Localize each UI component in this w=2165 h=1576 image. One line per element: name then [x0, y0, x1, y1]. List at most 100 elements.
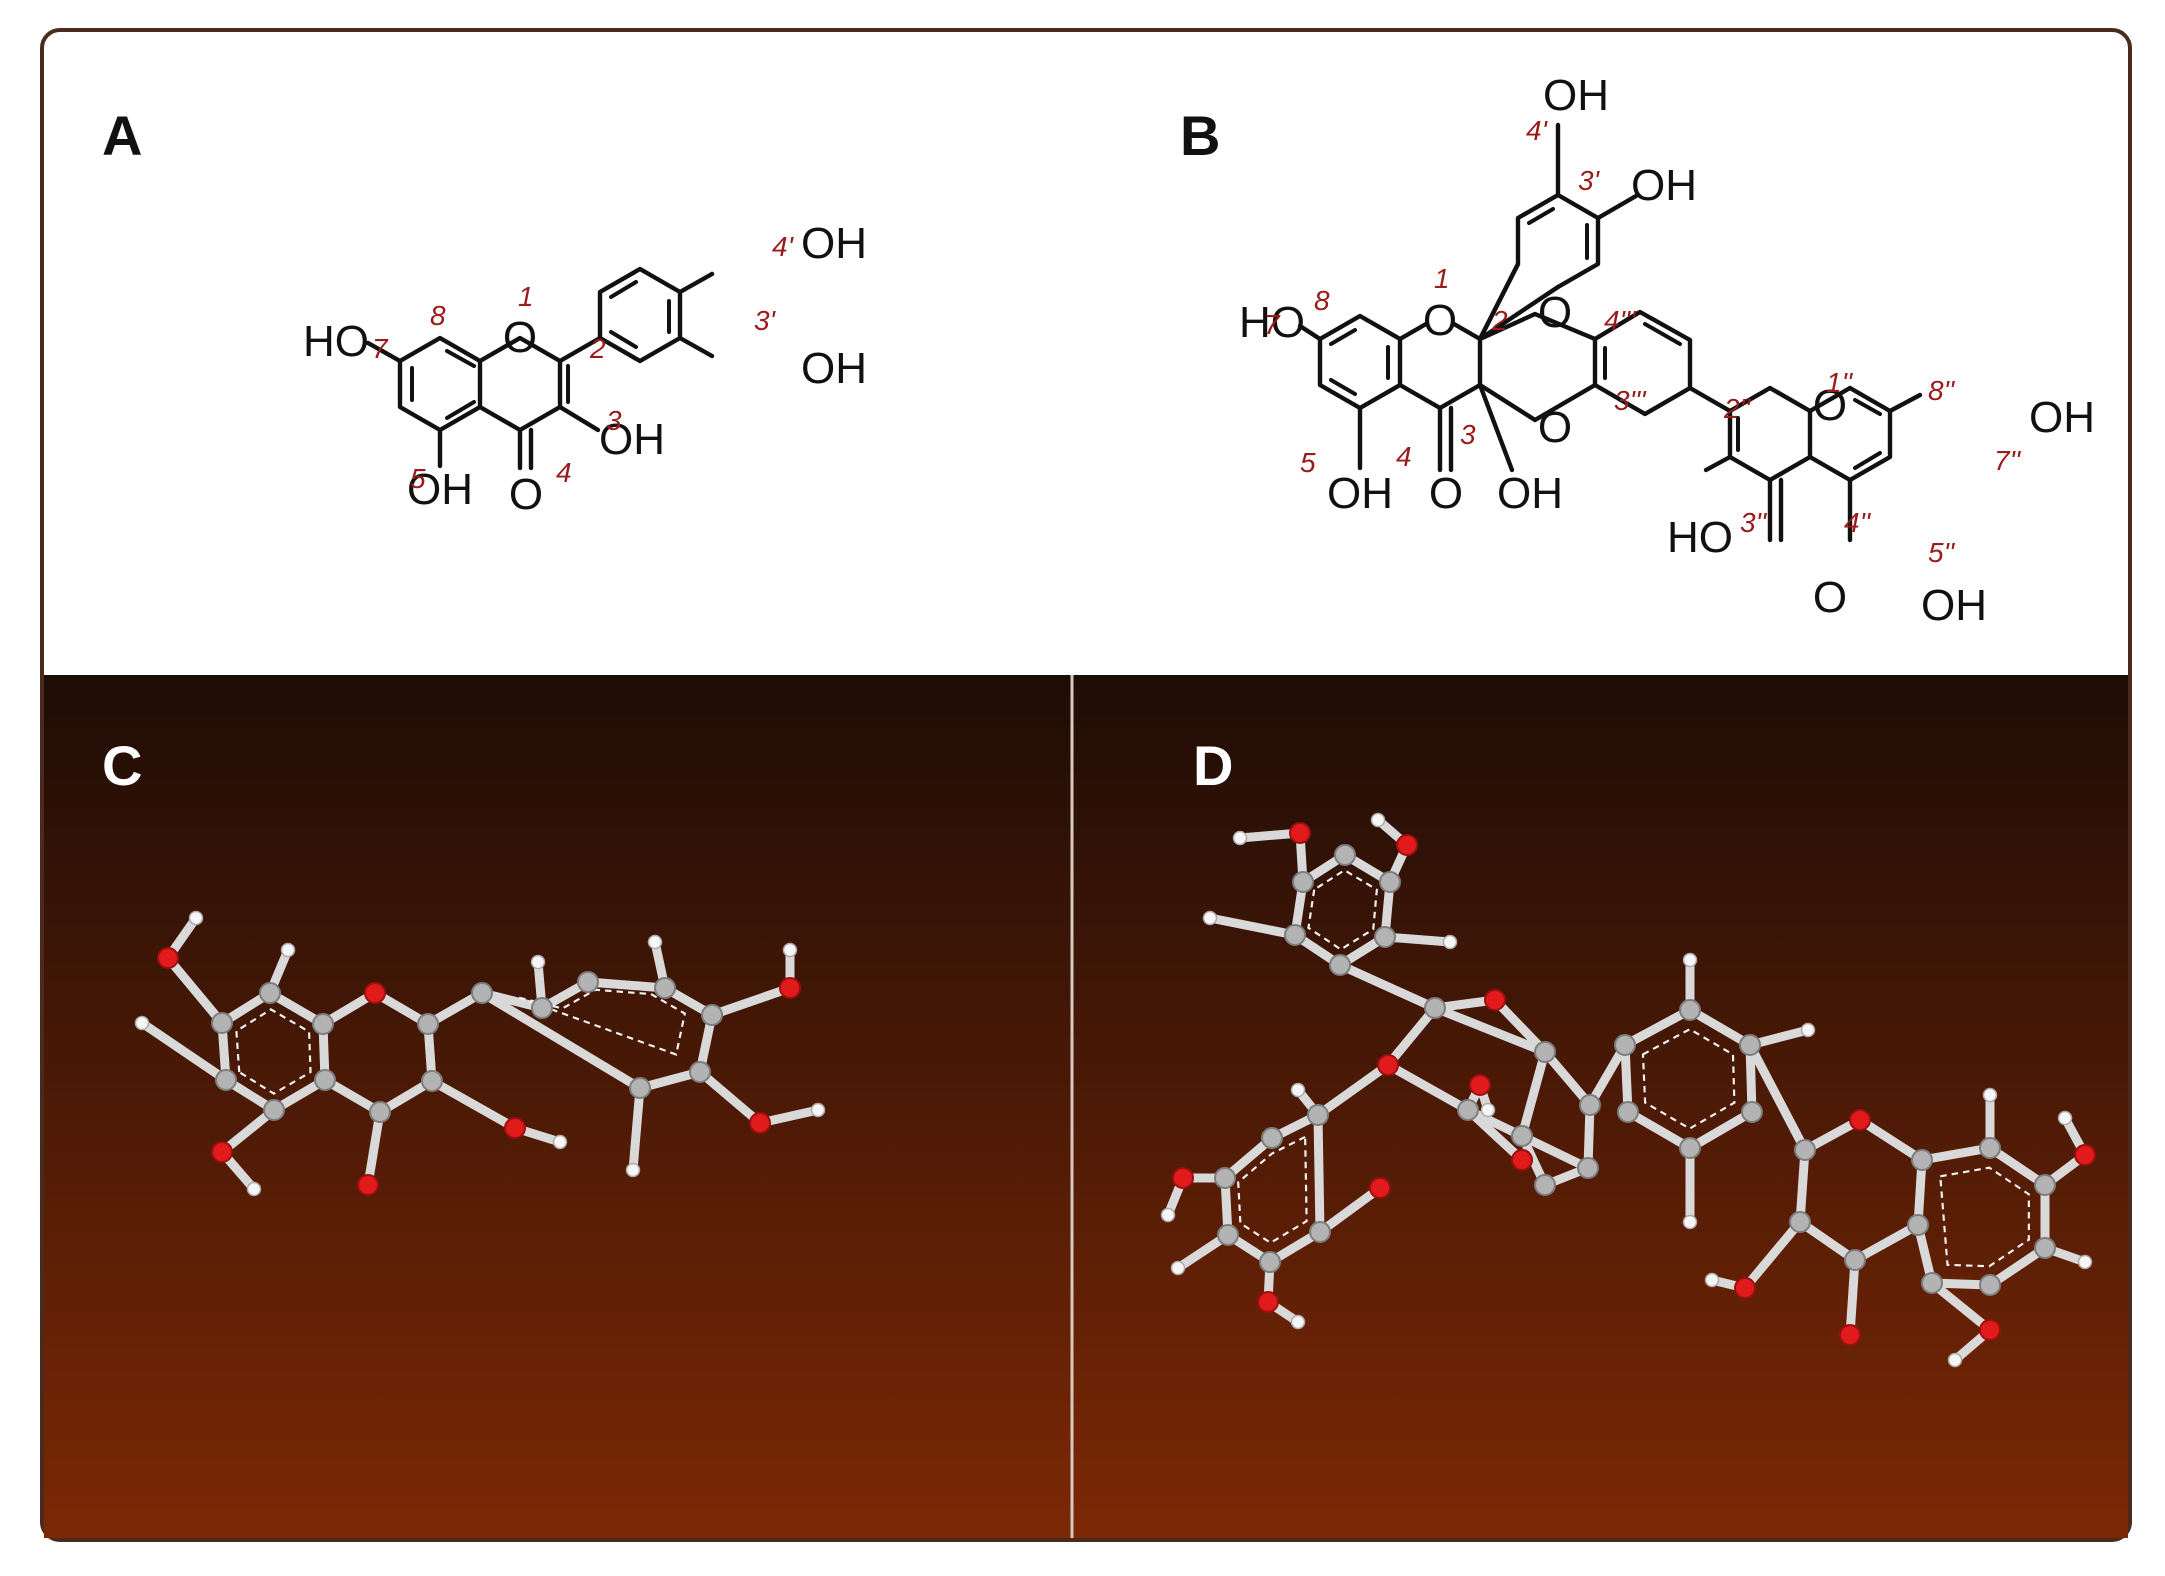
carbon-atom [1794, 1139, 1816, 1161]
locant-label: 5 [410, 463, 426, 494]
carbon-atom [1284, 924, 1306, 946]
oxygen-atom [504, 1117, 526, 1139]
oxygen-atom [1979, 1319, 2001, 1341]
oxygen-atom [157, 947, 179, 969]
quercetin-ball-and-stick [134, 910, 826, 1197]
carbon-atom [577, 971, 599, 993]
locant-label: 4 [1396, 441, 1412, 472]
carbon-atom [1579, 1094, 1601, 1116]
atom-label: OH [407, 465, 473, 514]
oxygen-atom [1396, 834, 1418, 856]
carbon-atom [1259, 1251, 1281, 1273]
atom-label: OH [1497, 469, 1563, 518]
aromatic-ring [1641, 1027, 1736, 1130]
bond-stick [1927, 1278, 1995, 1335]
aromatic-ring [518, 988, 687, 1056]
bond-stick [1383, 1003, 1440, 1070]
bond-stick [1745, 1040, 1757, 1117]
hydrogen-atom [1682, 952, 1698, 968]
carbon-atom [1741, 1101, 1763, 1123]
carbon-atom [1457, 1099, 1479, 1121]
atom-label: O [503, 313, 537, 362]
carbon-atom [629, 1077, 651, 1099]
locant-label: 8 [430, 300, 446, 331]
hydrogen-atom [530, 954, 546, 970]
bond-stick [707, 983, 795, 1020]
bond-stick [163, 953, 227, 1028]
bond-stick [1585, 1040, 1630, 1110]
bond-stick [1313, 1060, 1393, 1120]
atom-label: HO [1667, 513, 1733, 562]
dimer-structure: HO OH O OH O O O OH OH O HO O OH OH 1 2 … [1239, 71, 2095, 630]
locant-label: 4' [772, 231, 795, 262]
locant-label: 5'' [1928, 537, 1956, 568]
bond-stick [477, 988, 645, 1093]
hydrogen-atom [2077, 1254, 2093, 1270]
carbon-atom [2034, 1237, 2056, 1259]
locant-label: 4 [556, 457, 572, 488]
carbon-atom [1577, 1157, 1599, 1179]
bond-stick [1985, 1243, 2050, 1290]
oxygen-atom [1484, 989, 1506, 1011]
carbon-atom [1379, 871, 1401, 893]
bond-stick [1845, 1255, 1860, 1340]
oxygen-atom [1369, 1177, 1391, 1199]
carbon-atom [1424, 997, 1446, 1019]
carbon-atom [701, 1004, 723, 1026]
oxygen-atom [1257, 1291, 1279, 1313]
atom-label: O [1813, 381, 1847, 430]
bond-stick [1313, 1110, 1325, 1237]
bond-stick [217, 1105, 279, 1157]
bond-stick [1205, 913, 1300, 940]
hydrogen-atom [625, 1162, 641, 1178]
carbon-atom [1374, 926, 1396, 948]
atom-label: O [1429, 469, 1463, 518]
bond-stick [1745, 1040, 1810, 1155]
oxygen-atom [364, 982, 386, 1004]
hydrogen-atom [1947, 1352, 1963, 1368]
carbon-atom [1739, 1034, 1761, 1056]
hydrogen-atom [782, 942, 798, 958]
locant-label: 2 [589, 333, 606, 364]
hydrogen-atom [1232, 830, 1248, 846]
atom-label: O [1538, 288, 1572, 337]
atom-label: OH [1327, 469, 1393, 518]
locant-label: 3' [754, 305, 777, 336]
bond-stick [1517, 1047, 1550, 1141]
carbon-atom [1511, 1125, 1533, 1147]
carbon-atom [421, 1070, 443, 1092]
aromatic-ring [235, 1008, 312, 1095]
panel-label-d: D [1193, 734, 1233, 797]
bond-stick [1917, 1143, 1995, 1165]
bond-stick [1795, 1217, 1860, 1265]
atom-label: O [1538, 403, 1572, 452]
oxygen-atom [779, 977, 801, 999]
locant-label: 4' [1526, 115, 1549, 146]
bond-stick [695, 1067, 765, 1128]
hydrogen-atom [188, 910, 204, 926]
panel-label-c: C [102, 734, 142, 797]
hydrogen-atom [1160, 1207, 1176, 1223]
bond-stick [1490, 995, 1550, 1057]
bond-stick [628, 1083, 645, 1175]
hydrogen-atom [134, 1015, 150, 1031]
atom-label: HO [303, 317, 369, 366]
oxygen-atom [1511, 1149, 1533, 1171]
locant-label: 8 [1314, 285, 1330, 316]
carbon-atom [1334, 844, 1356, 866]
hydrogen-atom [1170, 1260, 1186, 1276]
hydrogen-atom [1290, 1082, 1306, 1098]
carbon-atom [1617, 1101, 1639, 1123]
bond-stick [1620, 1040, 1633, 1117]
carbon-atom [1907, 1214, 1929, 1236]
bond-stick [1620, 1005, 1695, 1050]
hydrogen-atom [2057, 1110, 2073, 1126]
oxygen-atom [2074, 1144, 2096, 1166]
locant-label: 3 [606, 405, 622, 436]
oxygen-atom [1377, 1054, 1399, 1076]
atom-label: O [1423, 296, 1457, 345]
carbon-atom [689, 1061, 711, 1083]
locant-label: 3 [1460, 419, 1476, 450]
